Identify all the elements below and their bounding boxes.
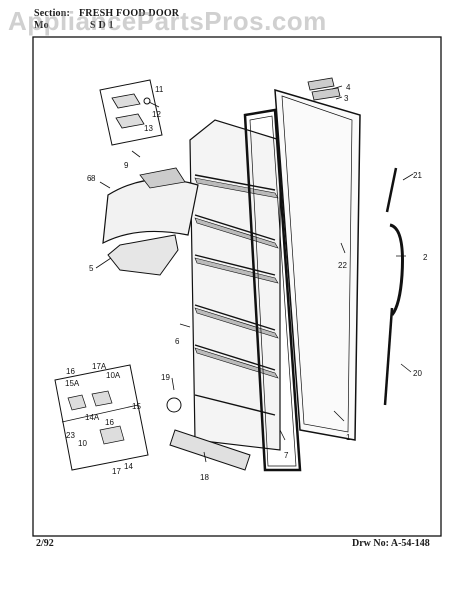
model-value: S D 1 [90,20,114,31]
door-liner-shape [189,119,281,451]
watermark-text: AppliancePartsPros.com [8,6,327,36]
hinge-parts-shapes [67,390,125,445]
callout-label: 4 [346,83,351,92]
model-label: Mo [34,20,49,31]
callout-label: 3 [344,94,349,103]
bottom-hinge-inset-box [54,364,149,471]
handle-trim-lower [383,307,394,406]
callout-label: 1 [346,433,351,442]
revision-date: 2/92 [36,538,54,549]
leader-lines [95,85,414,463]
callout-label: 22 [338,261,347,270]
callout-label: 19 [161,373,170,382]
callout-label: 20 [413,369,422,378]
door-bottom-trim-shape [169,429,251,471]
callout-label: 17A [92,362,107,371]
callout-label: 11 [155,85,164,94]
callout-label: 15A [65,379,80,388]
hinge-inset-box [99,79,163,146]
hinge-plate-shape [111,93,145,129]
handle-trim-upper [385,167,398,213]
callout-label: 14A [85,413,100,422]
door-gasket-shape [243,108,302,472]
callout-label: 13 [144,124,153,133]
section-label: Section: [34,8,71,19]
outer-door-panel [274,88,361,441]
callout-labels: 1 2 3 4 5 6 6 7 8 9 10 10A 11 12 13 14 1… [65,83,428,482]
callout-label: 15 [132,402,141,411]
hinge-screw-shape [143,97,151,105]
callout-label: 21 [413,171,422,180]
callout-label: 14 [124,462,133,471]
callout-label: 18 [200,473,209,482]
drawing-border [32,36,442,537]
section-value: FRESH FOOD DOOR [79,8,180,19]
callout-label: 6 [175,337,180,346]
outer-door-panel-inner [281,95,353,433]
callout-label: 12 [152,110,161,119]
dairy-door-shape [102,178,199,245]
callout-label: 10A [106,371,121,380]
callout-label: 9 [124,161,129,170]
callout-label: 2 [423,253,428,262]
dairy-bin-shape [107,234,179,276]
callout-label: 17 [112,467,121,476]
callout-label: 6 [87,174,92,183]
door-handle-shape [389,223,404,316]
trim-cap-shape [311,87,341,101]
callout-label: 23 [66,431,75,440]
callout-label: 16 [105,418,114,427]
dairy-door-handle-shape [139,167,186,189]
callout-label: 8 [91,174,96,183]
drawing-number: Drw No: A-54-148 [352,538,430,549]
trim-piece-shape [307,77,335,91]
door-gasket-inner [249,115,297,467]
inset-divider [61,404,139,423]
callout-label: 5 [89,264,94,273]
callout-label: 16 [66,367,75,376]
door-stop-shape [166,397,182,413]
callout-label: 10 [78,439,87,448]
callout-label: 7 [284,451,289,460]
door-shelf-lines [194,174,276,416]
